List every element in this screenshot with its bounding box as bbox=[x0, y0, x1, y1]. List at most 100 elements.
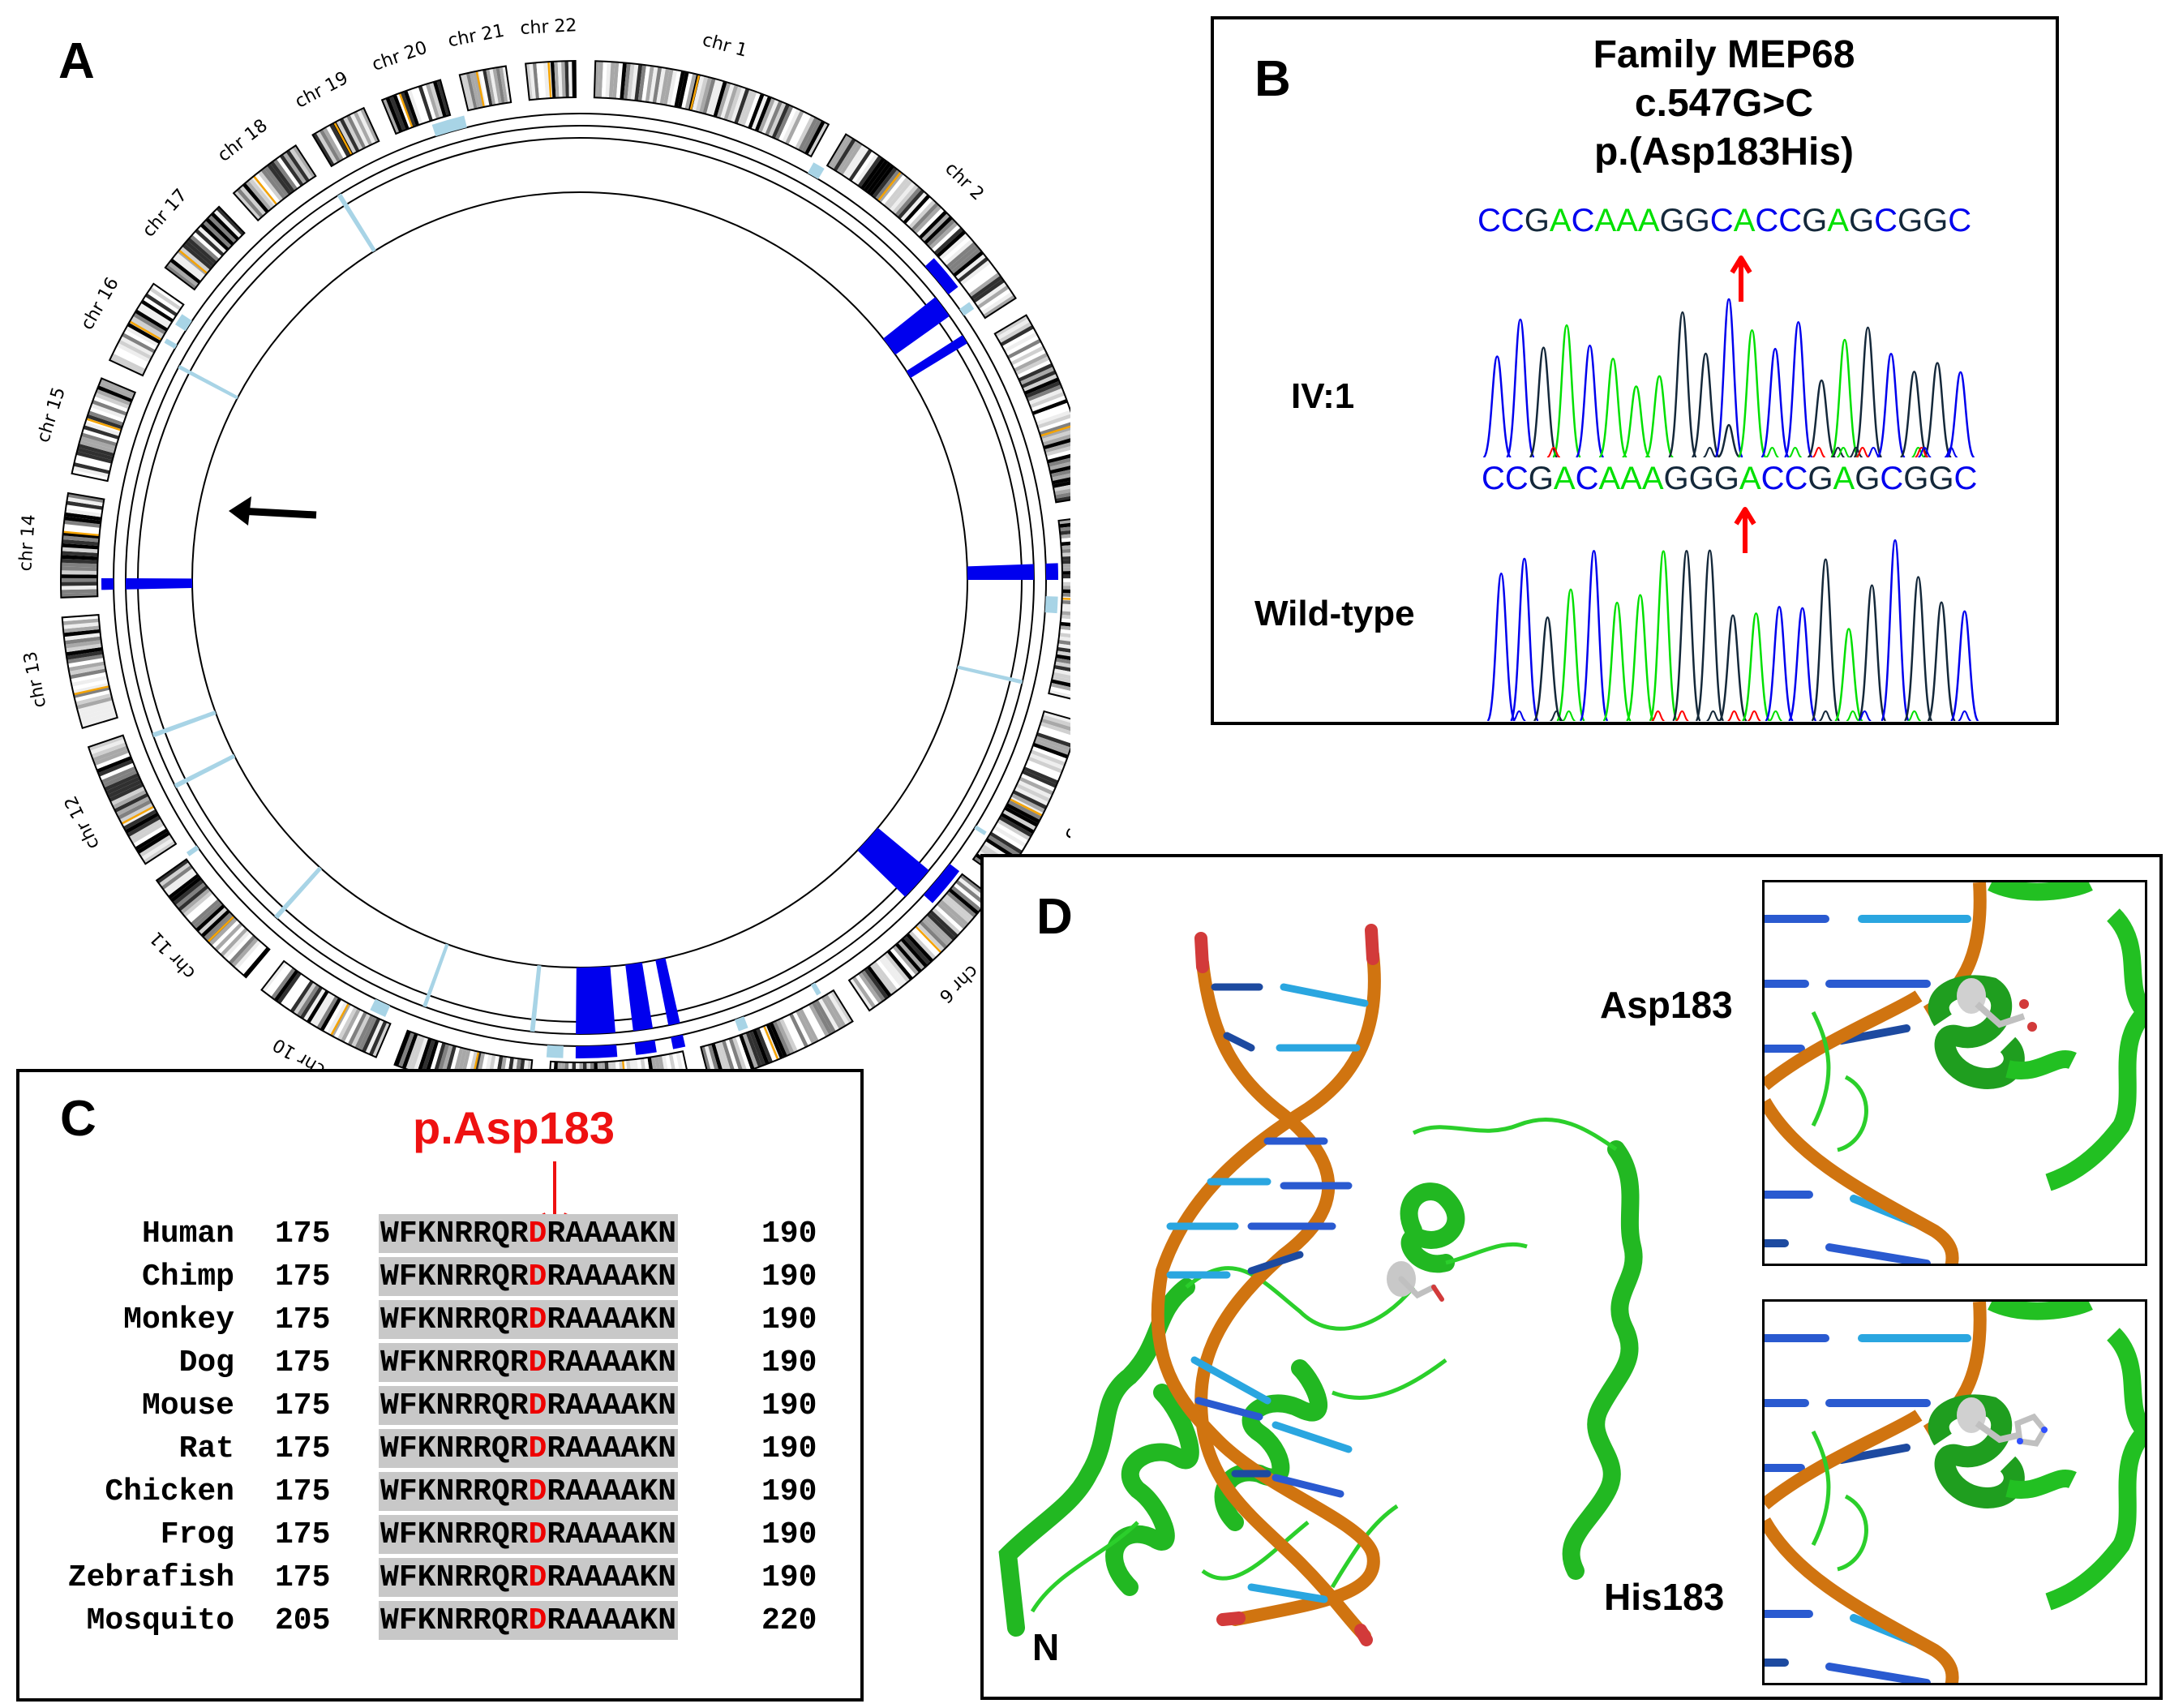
aligned-sequence: WFKNRRQRDRAAAAKN bbox=[379, 1558, 678, 1597]
residue: A bbox=[583, 1517, 603, 1552]
residue: Q bbox=[491, 1474, 510, 1509]
trace-peak-G bbox=[1671, 550, 1702, 721]
residue: R bbox=[509, 1474, 529, 1509]
residue: A bbox=[583, 1260, 603, 1294]
residue: K bbox=[417, 1560, 436, 1595]
chromosome-label: chr 14 bbox=[15, 514, 40, 573]
end-position: 190 bbox=[761, 1302, 817, 1337]
ideogram-chr14 bbox=[60, 491, 105, 599]
sequence-base: A bbox=[1827, 203, 1849, 238]
residue: A bbox=[565, 1345, 584, 1380]
residue: K bbox=[639, 1474, 658, 1509]
residue: F bbox=[398, 1302, 418, 1337]
homozygous-region-shared bbox=[671, 1034, 686, 1049]
chromosome-label: chr 11 bbox=[146, 927, 199, 982]
residue: Q bbox=[491, 1388, 510, 1423]
conserved-residue-asp183: D bbox=[528, 1603, 547, 1638]
chromosome-label: chr 20 bbox=[370, 37, 430, 75]
sequence-base: G bbox=[1684, 203, 1710, 238]
ideogram-chr19 bbox=[311, 106, 380, 168]
dna-base-pairs bbox=[1166, 983, 1369, 1603]
residue: K bbox=[417, 1217, 436, 1251]
residue: N bbox=[435, 1302, 455, 1337]
ideogram-chr15 bbox=[71, 377, 137, 483]
homozygous-region bbox=[178, 364, 238, 400]
homozygous-region-shared bbox=[1045, 563, 1058, 580]
homozygous-region bbox=[370, 998, 391, 1017]
chromosome-label: chr 19 bbox=[292, 68, 352, 113]
start-position: 175 bbox=[275, 1388, 331, 1423]
residue: R bbox=[473, 1217, 491, 1251]
trace-peak-G bbox=[1903, 576, 1933, 721]
protein-dna-structure: N bbox=[998, 924, 1643, 1668]
residue: W bbox=[380, 1217, 399, 1251]
dna-end-caps bbox=[1194, 924, 1379, 1646]
conserved-residue-asp183: D bbox=[528, 1431, 547, 1466]
chromosome-label: chr 16 bbox=[77, 274, 123, 333]
residue: K bbox=[639, 1517, 658, 1552]
sample-label-iv1: IV:1 bbox=[1291, 376, 1355, 416]
sequence-base: C bbox=[1477, 203, 1501, 238]
homozygous-region bbox=[337, 193, 376, 252]
sequence-base: C bbox=[1575, 461, 1599, 496]
trace-peak-C bbox=[1783, 320, 1814, 457]
residue: A bbox=[602, 1517, 621, 1552]
residue: A bbox=[602, 1603, 621, 1638]
homozygous-region bbox=[810, 982, 821, 996]
ideogram-chr16 bbox=[108, 282, 185, 377]
ideogram-chr7 bbox=[700, 989, 854, 1071]
residue: N bbox=[435, 1431, 455, 1466]
residue: A bbox=[602, 1260, 621, 1294]
trace-peak-A bbox=[1741, 612, 1771, 721]
homozygous-region bbox=[546, 1045, 564, 1058]
residue: A bbox=[602, 1431, 621, 1466]
residue: K bbox=[417, 1260, 436, 1294]
alignment-position-title: p.Asp183 bbox=[413, 1102, 615, 1153]
homozygous-region bbox=[957, 665, 1023, 684]
residue: N bbox=[435, 1474, 455, 1509]
homozygous-region bbox=[431, 115, 467, 137]
trace-peak-G bbox=[1533, 616, 1563, 721]
sequence-base: C bbox=[1784, 461, 1808, 496]
sequence-base: C bbox=[1504, 461, 1529, 496]
sequence-base: C bbox=[1948, 203, 1972, 238]
residue: Q bbox=[491, 1345, 510, 1380]
sequence-base: G bbox=[1802, 203, 1828, 238]
residue: R bbox=[473, 1302, 491, 1337]
species-name: Dog bbox=[178, 1345, 234, 1380]
trace-noise bbox=[1866, 446, 1881, 457]
ideogram-chr10 bbox=[260, 959, 392, 1058]
aligned-sequence: WFKNRRQRDRAAAAKN bbox=[379, 1515, 678, 1554]
residue: R bbox=[509, 1431, 529, 1466]
trace-noise bbox=[1675, 710, 1689, 721]
trace-noise bbox=[1911, 446, 1925, 457]
residue: A bbox=[620, 1560, 640, 1595]
residue: R bbox=[547, 1560, 566, 1595]
sequence-base: G bbox=[1659, 203, 1685, 238]
residue: A bbox=[583, 1345, 603, 1380]
end-position: 220 bbox=[761, 1603, 817, 1638]
trace-peak-G bbox=[1806, 379, 1837, 457]
trace-noise bbox=[1944, 446, 1958, 457]
residue: Q bbox=[491, 1603, 510, 1638]
residue: R bbox=[454, 1388, 474, 1423]
residue: R bbox=[473, 1345, 491, 1380]
conserved-residue-asp183: D bbox=[528, 1517, 547, 1552]
chromosome-label: chr 13 bbox=[20, 650, 50, 709]
circos-ring bbox=[137, 137, 1023, 1023]
ideogram-chr6 bbox=[847, 873, 993, 1012]
trace-peak-C bbox=[1482, 355, 1512, 457]
sequence-base: G bbox=[1688, 461, 1714, 496]
sequence-base: G bbox=[1923, 203, 1949, 238]
residue: R bbox=[454, 1345, 474, 1380]
residue: A bbox=[583, 1302, 603, 1337]
homozygous-region bbox=[274, 866, 323, 920]
aligned-sequence: WFKNRRQRDRAAAAKN bbox=[379, 1214, 678, 1253]
residue: R bbox=[509, 1560, 529, 1595]
residue: R bbox=[454, 1217, 474, 1251]
trace-peak-G bbox=[1667, 311, 1698, 457]
sequence-base: G bbox=[1855, 461, 1881, 496]
residue: K bbox=[639, 1431, 658, 1466]
